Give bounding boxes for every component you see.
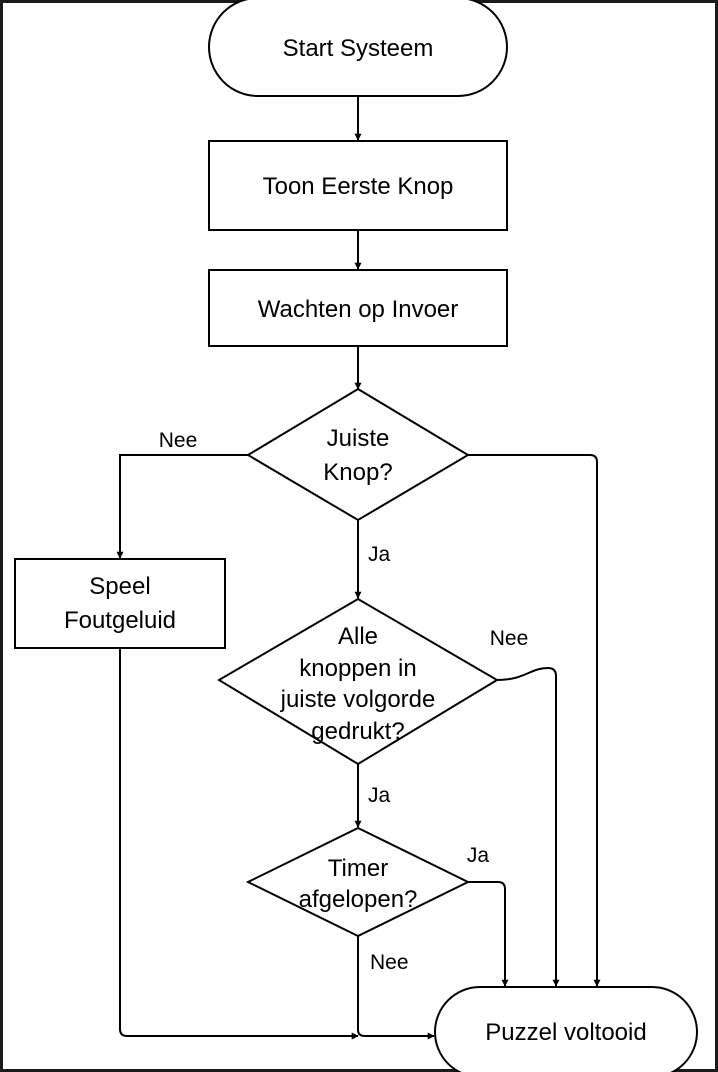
edge-label-timer-puzzel-ja: Ja [467,844,490,867]
timer-label-line-2: afgelopen? [299,886,418,913]
toon-label: Toon Eerste Knop [263,173,454,200]
edge-label-juist-speel: Nee [159,429,198,452]
juist-decision-shape [246,387,470,522]
speel-label-line-2: Foutgeluid [64,607,176,634]
edge-speel-puzzel [119,649,359,1040]
edge-juist-speel [116,454,248,559]
node-alle-knoppen: Alle knoppen in juiste volgorde gedrukt? [217,597,499,766]
node-puzzel-voltooid: Puzzel voltooid [434,986,698,1072]
alle-label-line-1: Alle [338,623,378,650]
speel-label-line-1: Speel [89,573,150,600]
alle-label-line-4: gedrukt? [311,718,404,745]
start-terminator-shape [208,0,508,97]
node-juiste-knop: Juiste Knop? [246,387,470,522]
edge-label-juist-alle: Ja [368,543,391,566]
timer-decision-shape [245,826,471,938]
wacht-process-shape [208,269,508,347]
edge-alle-puzzel [496,666,560,987]
toon-process-shape [208,140,508,231]
timer-label-line-1: Timer [328,855,388,882]
node-toon-eerste-knop: Toon Eerste Knop [208,140,508,231]
node-timer-afgelopen: Timer afgelopen? [245,826,471,938]
edge-juist-puzzel [468,454,601,987]
start-label: Start Systeem [283,35,434,62]
alle-label-line-3: juiste volgorde [280,686,436,713]
puzzel-label: Puzzel voltooid [485,1019,646,1046]
speel-process-shape [14,558,226,649]
node-wachten-op-invoer: Wachten op Invoer [208,269,508,347]
edge-label-alle-timer: Ja [368,784,391,807]
edge-labels: Nee Ja Nee Ja Ja Nee [159,429,529,974]
edge-label-timer-puzzel-nee: Nee [370,951,409,974]
alle-decision-shape [217,597,499,766]
node-start: Start Systeem [208,0,508,97]
juist-label-line-1: Juiste [327,425,390,452]
edge-timer-puzzel-ja [468,881,509,987]
edge-timer-puzzel-nee [357,936,435,1040]
edge-label-alle-puzzel: Nee [490,627,529,650]
edges [116,96,601,1040]
alle-label-line-2: knoppen in [299,655,416,682]
wacht-label: Wachten op Invoer [258,296,459,323]
juist-label-line-2: Knop? [323,459,392,486]
puzzel-terminator-shape [434,986,698,1072]
node-speel-foutgeluid: Speel Foutgeluid [14,558,226,649]
